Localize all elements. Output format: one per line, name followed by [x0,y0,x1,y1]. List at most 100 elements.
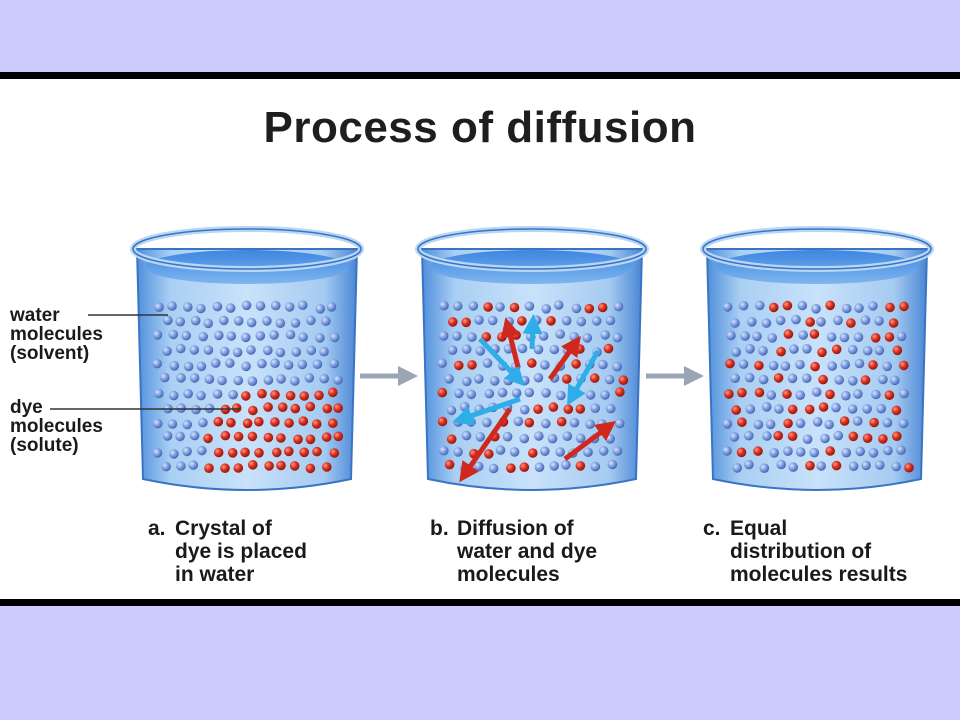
water-molecule [203,318,213,329]
dye-molecule [226,417,236,428]
dye-molecule [227,448,238,458]
water-molecule [809,447,820,458]
dye-molecule [754,360,764,371]
water-molecule [459,401,470,412]
diffusion-diagram [50,226,934,491]
water-molecule [812,417,823,427]
dye-molecule [213,416,224,427]
water-molecule [452,301,463,311]
water-molecule [798,330,808,340]
dye-molecule [289,461,300,471]
water-molecule [275,347,286,358]
dye-molecule [884,390,895,401]
dye-molecule [276,433,286,443]
water-molecule [203,345,214,355]
water-molecule [553,300,564,310]
water-molecule [285,329,296,340]
water-molecule [562,431,573,442]
water-diffusion-arrow [452,396,521,426]
water-molecule [263,375,274,385]
water-molecule [517,343,528,354]
water-molecule [876,403,886,414]
water-molecule [291,347,302,357]
water-molecule [868,301,878,311]
dye-molecule [904,462,914,473]
water-molecule [188,460,199,470]
dye-molecule [556,416,567,427]
water-molecule [841,390,851,401]
dye-molecule [860,375,871,385]
water-molecule [176,403,186,413]
water-molecule [168,329,179,340]
dye-molecule [437,416,448,427]
dye-molecule [562,374,572,384]
dye-molecule [548,402,559,412]
water-molecule [468,301,479,311]
water-molecule [461,430,472,441]
water-molecule [758,346,768,356]
water-molecule [730,318,740,328]
dye-molecule [862,433,873,444]
dye-diffusion-arrow [500,317,521,368]
dye-molecule [527,358,537,368]
water-molecule [768,360,779,371]
water-molecule [758,374,769,385]
water-molecule [152,330,163,340]
water-molecule [297,300,308,310]
water-molecule [769,448,779,458]
water-molecule [169,361,180,371]
water-molecule [847,404,858,414]
water-molecule [534,431,544,441]
water-molecule [519,433,530,444]
water-molecule [744,430,754,441]
water-molecule [759,463,770,474]
water-molecule [795,447,806,457]
water-molecule [228,389,238,400]
water-molecule [569,332,579,342]
water-molecule [561,315,572,326]
water-molecule [575,433,586,444]
dye-molecule [497,332,507,342]
water-molecule [183,302,193,312]
beaker-c [700,226,934,491]
beakers [130,226,934,491]
water-molecule [306,315,316,326]
water-molecule [583,447,593,458]
dye-molecule [263,402,273,412]
dye-molecule [248,405,258,416]
dye-molecule [618,375,629,386]
water-molecule [275,318,286,328]
dye-molecule [322,462,332,472]
water-molecule [196,361,207,372]
water-molecule [791,314,801,325]
water-molecule [898,418,909,429]
water-molecule [874,316,884,326]
water-molecule [290,376,300,386]
dye-molecule [305,434,316,445]
dye-molecule [322,403,333,414]
water-molecule [775,315,786,326]
dye-molecule [461,317,472,328]
dye-molecule [276,460,286,471]
water-molecule [797,300,808,311]
water-molecule [787,373,798,384]
diagram-title: Process of diffusion [263,103,697,152]
dye-molecule [787,431,798,442]
dye-molecule [603,343,614,354]
dye-molecule [277,402,288,413]
water-molecule [612,446,623,456]
water-molecule [585,390,596,400]
dye-molecule [563,404,574,415]
dye-molecule [254,448,264,458]
water-molecule [853,389,863,399]
water-molecule [247,376,258,387]
caption-c-text: Equal distribution of molecules results [730,517,908,586]
water-molecule [604,374,615,385]
water-molecule [487,315,498,326]
dye-molecule [892,345,903,356]
water-molecule [524,387,535,398]
water-molecule [326,302,337,312]
water-molecule [453,447,463,457]
water-molecule [319,373,330,384]
water-molecule [509,447,520,457]
